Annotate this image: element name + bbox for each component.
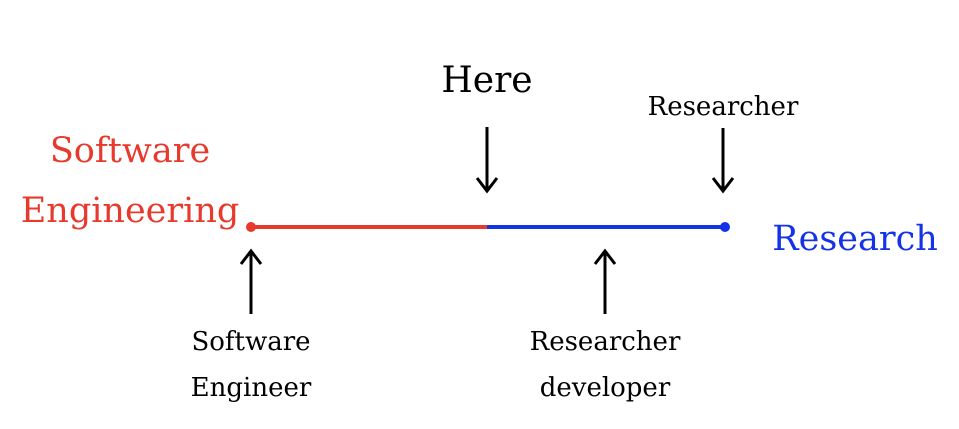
research-endpoint-dot bbox=[720, 222, 730, 232]
researcher-down-arrow-icon bbox=[711, 128, 735, 194]
researcher-developer-label-line2: developer bbox=[540, 373, 671, 403]
software-engineer-up-arrow-icon bbox=[239, 248, 263, 314]
software-engineer-label-line2: Engineer bbox=[191, 373, 312, 403]
software-endpoint-dot bbox=[246, 222, 256, 232]
research-label: Research bbox=[772, 219, 937, 259]
software-engineering-label-line1: Software bbox=[50, 131, 210, 171]
software-engineer-label-line1: Software bbox=[191, 327, 310, 357]
researcher-top-label: Researcher bbox=[648, 92, 799, 122]
researcher-developer-label-line1: Researcher bbox=[530, 327, 681, 357]
here-label: Here bbox=[441, 60, 532, 101]
software-engineering-label-line2: Engineering bbox=[21, 191, 240, 231]
researcher-developer-up-arrow-icon bbox=[593, 248, 617, 314]
here-down-arrow-icon bbox=[475, 127, 499, 194]
